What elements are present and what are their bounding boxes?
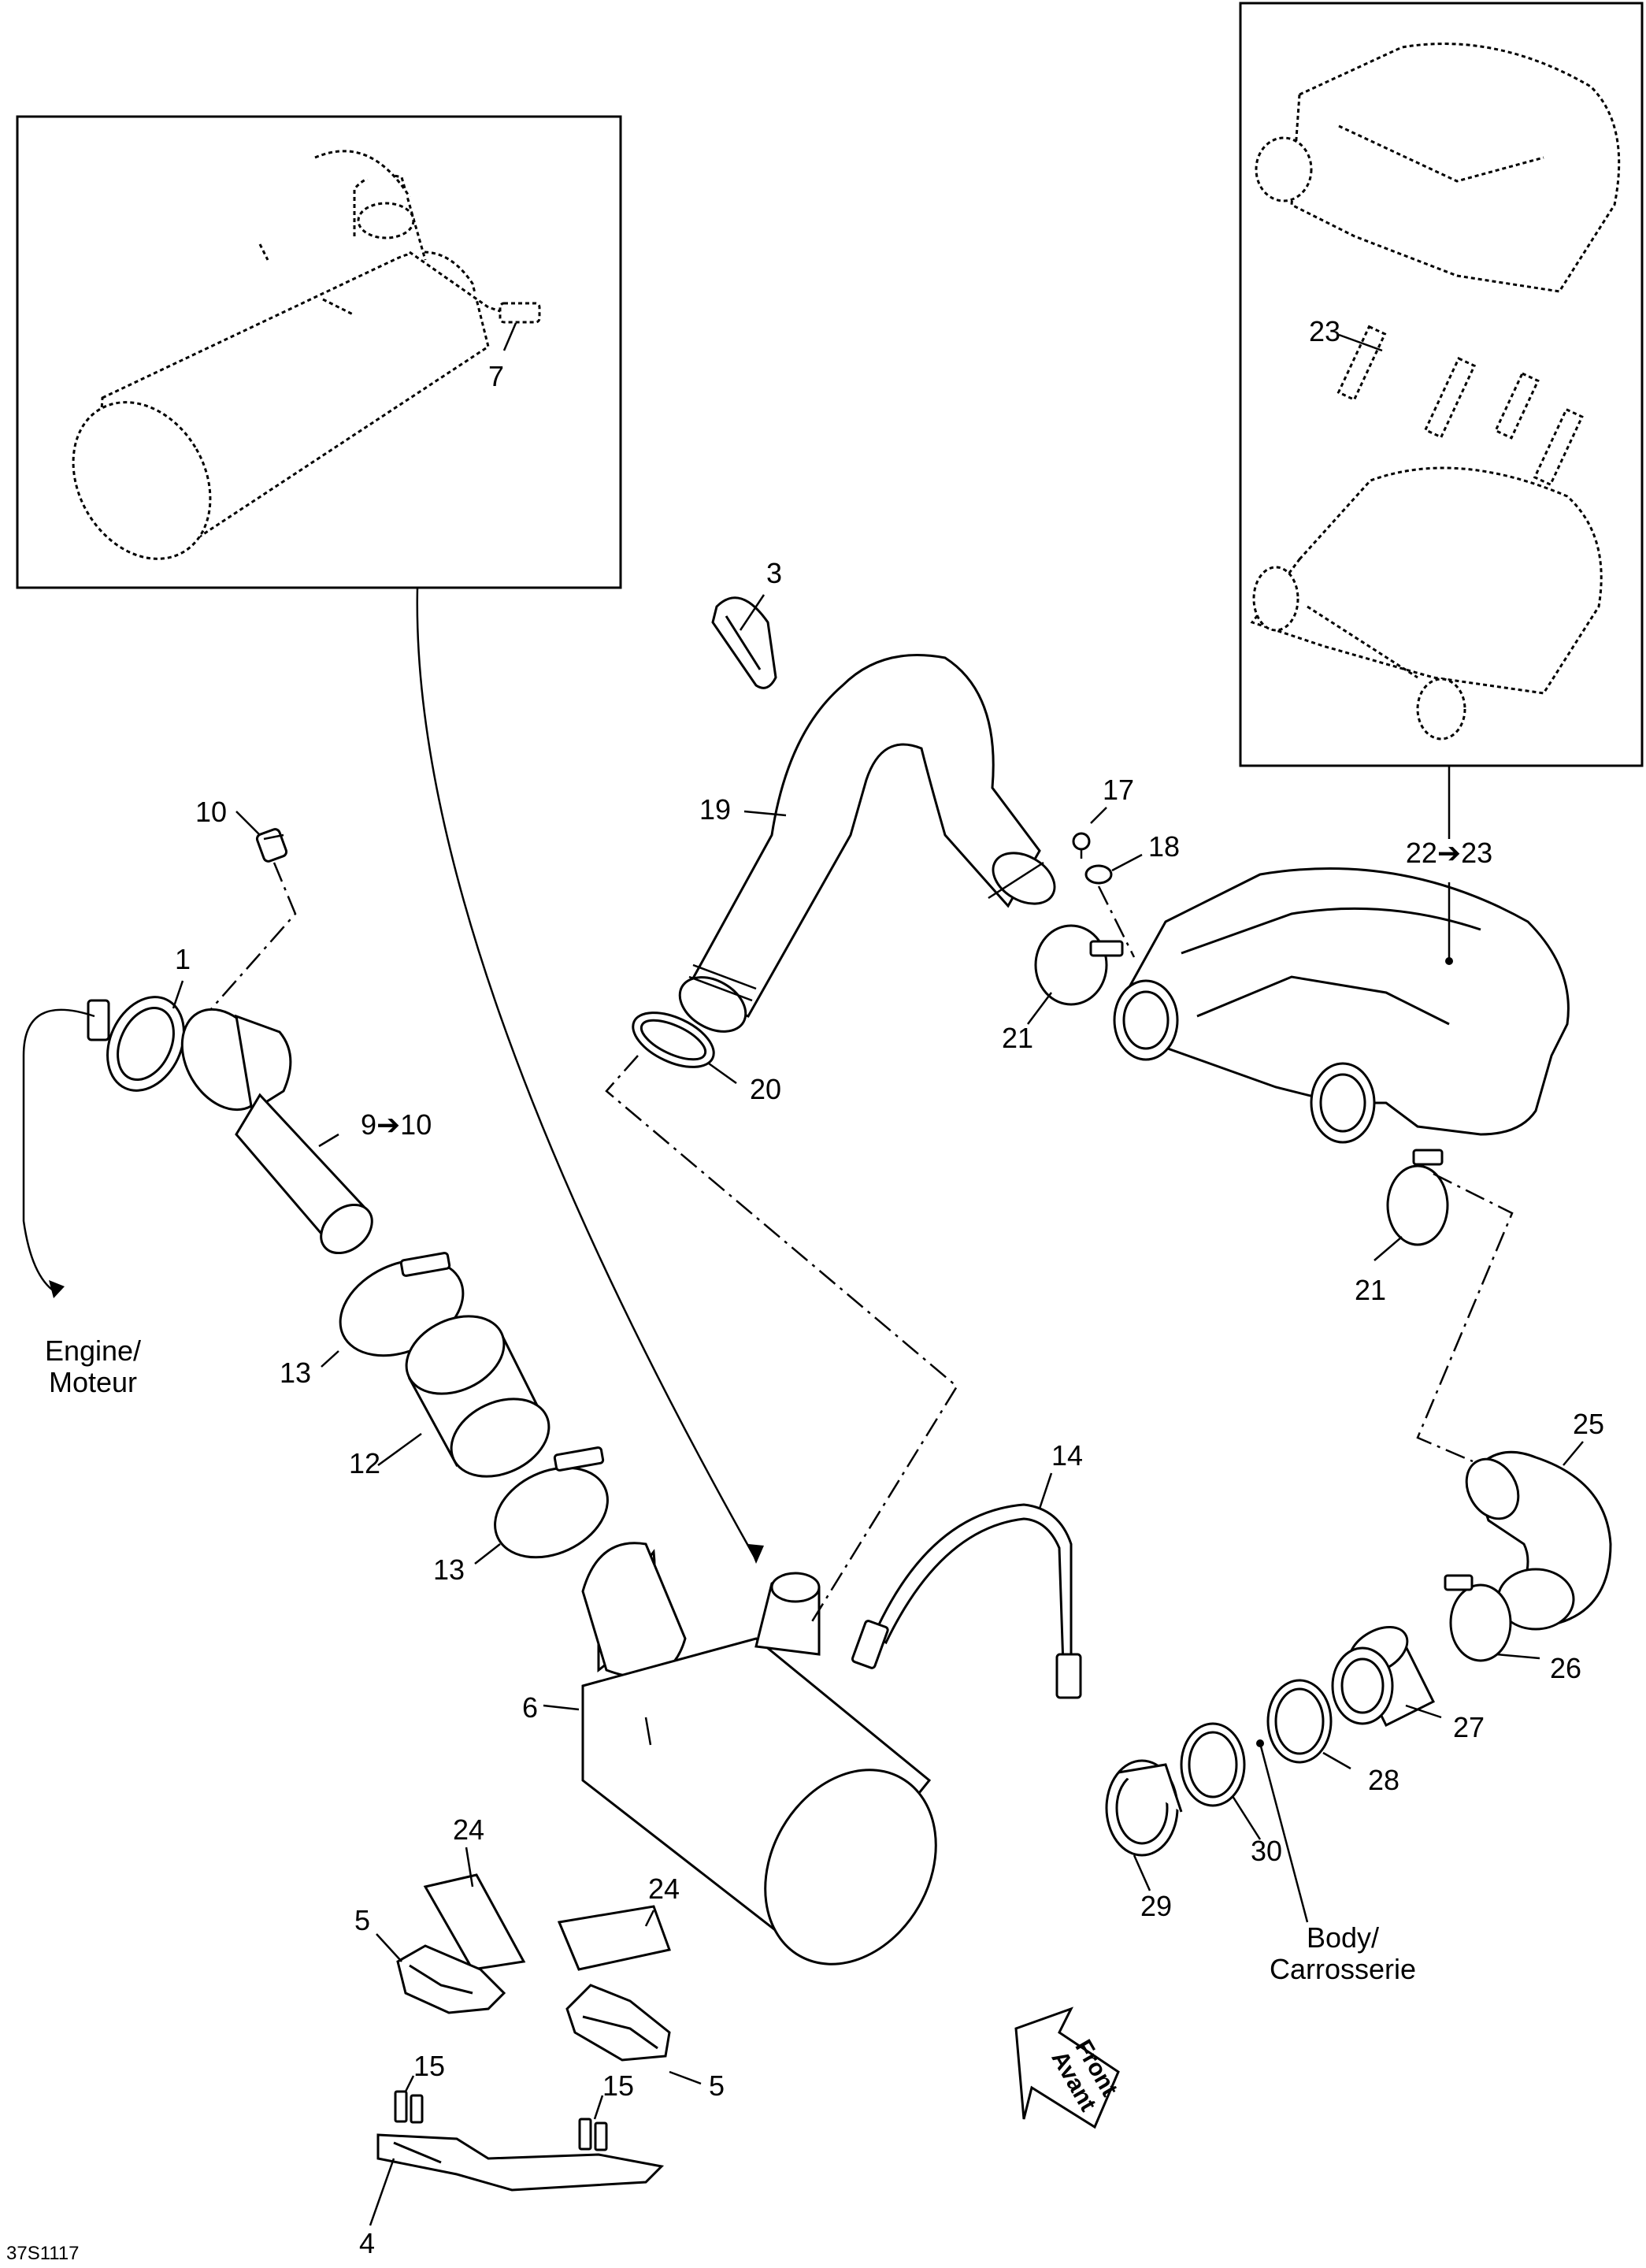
callout-6[interactable]: 6 (522, 1691, 538, 1724)
callout-30[interactable]: 30 (1251, 1835, 1282, 1867)
part-24-pad-left (423, 1873, 526, 1971)
part-29-flange (1105, 1759, 1183, 1857)
callout-19[interactable]: 19 (699, 793, 731, 826)
front-direction-arrow[interactable] (1014, 2006, 1120, 2129)
part-1-clamp (87, 996, 185, 1092)
svg-text:Engine/: Engine/ (45, 1334, 141, 1367)
callout-5-left[interactable]: 5 (354, 1904, 370, 1936)
callout-12[interactable]: 12 (349, 1447, 380, 1479)
part-26-clamp (1444, 1574, 1512, 1662)
inset-box-muffler (16, 115, 622, 589)
inset-muffler-drawing (72, 150, 541, 560)
part-5-bracket-right (565, 1984, 671, 2062)
note-body: Body/ Carrosserie (1270, 1921, 1416, 1985)
callout-24-left[interactable]: 24 (453, 1813, 484, 1846)
part-24-pad-right (557, 1905, 671, 1971)
svg-text:Moteur: Moteur (49, 1366, 137, 1398)
callout-21-upper[interactable]: 21 (1002, 1022, 1033, 1054)
callout-5-right[interactable]: 5 (709, 2069, 725, 2102)
arrowhead-muffler (748, 1544, 764, 1564)
callout-27[interactable]: 27 (1453, 1711, 1485, 1743)
part-6-muffler (581, 1542, 937, 1965)
part-19-hose (678, 654, 1056, 1033)
callout-26[interactable]: 26 (1550, 1652, 1581, 1684)
inset-airbox-drawing (1250, 43, 1621, 741)
callout-24-right[interactable]: 24 (648, 1873, 680, 1905)
callout-7[interactable]: 7 (488, 360, 504, 392)
part-4-shield (376, 2133, 665, 2192)
callout-3[interactable]: 3 (766, 557, 782, 589)
inset-box-airbox (1239, 2, 1644, 767)
part-14-strap (851, 1503, 1082, 1699)
part-10-fitting (255, 828, 288, 863)
part-18-washer (1084, 864, 1113, 885)
callout-14[interactable]: 14 (1051, 1439, 1083, 1472)
callout-13-upper[interactable]: 13 (280, 1357, 311, 1389)
callout-15-left[interactable]: 15 (413, 2050, 445, 2082)
callout-20[interactable]: 20 (750, 1073, 781, 1105)
part-13-clamp-lower (494, 1446, 609, 1559)
callout-13-lower[interactable]: 13 (433, 1553, 465, 1586)
callout-4[interactable]: 4 (359, 2227, 375, 2259)
part-9-pipe (180, 1008, 373, 1255)
drawing-code: 37S1117 (6, 2243, 80, 2264)
part-27-fitting (1331, 1626, 1436, 1728)
note-engine: Engine/ Moteur (45, 1334, 141, 1398)
part-21-clamp-lower (1386, 1149, 1449, 1246)
note-front: Front Avant (1046, 2036, 1122, 2116)
callout-21-lower[interactable]: 21 (1355, 1274, 1386, 1306)
callout-23[interactable]: 23 (1309, 315, 1340, 347)
callout-18[interactable]: 18 (1148, 830, 1180, 863)
part-28-gasket (1266, 1679, 1333, 1764)
part-12-sleeve (405, 1315, 551, 1478)
callout-29[interactable]: 29 (1140, 1890, 1172, 1922)
callout-10[interactable]: 10 (195, 796, 227, 828)
callout-labels: 1 3 4 5 5 6 7 9➔10 10 12 13 13 14 15 15 … (175, 315, 1604, 2259)
callout-28[interactable]: 28 (1368, 1764, 1399, 1796)
part-20-gasket (632, 1012, 715, 1068)
callout-17[interactable]: 17 (1103, 774, 1134, 806)
callout-25[interactable]: 25 (1573, 1408, 1604, 1440)
part-17-screw (1072, 832, 1091, 859)
part-21-clamp-upper (1034, 924, 1124, 1006)
callout-15-right[interactable]: 15 (602, 2069, 634, 2102)
part-30-gasket (1180, 1722, 1246, 1807)
svg-text:Body/: Body/ (1307, 1921, 1379, 1954)
svg-text:Carrosserie: Carrosserie (1270, 1953, 1416, 1985)
part-25-elbow (1465, 1450, 1612, 1631)
callout-1[interactable]: 1 (175, 943, 191, 975)
part-15-bolts-left (394, 2090, 424, 2124)
part-3-strap (711, 596, 777, 689)
part-5-bracket-left (396, 1944, 506, 2014)
callout-22-23[interactable]: 22➔23 (1406, 837, 1492, 869)
inset-to-muffler-curve (416, 587, 758, 1561)
part-15-bolts-right (578, 2118, 608, 2151)
part-22-airbox (1113, 867, 1570, 1144)
callout-9-10[interactable]: 9➔10 (361, 1108, 432, 1141)
